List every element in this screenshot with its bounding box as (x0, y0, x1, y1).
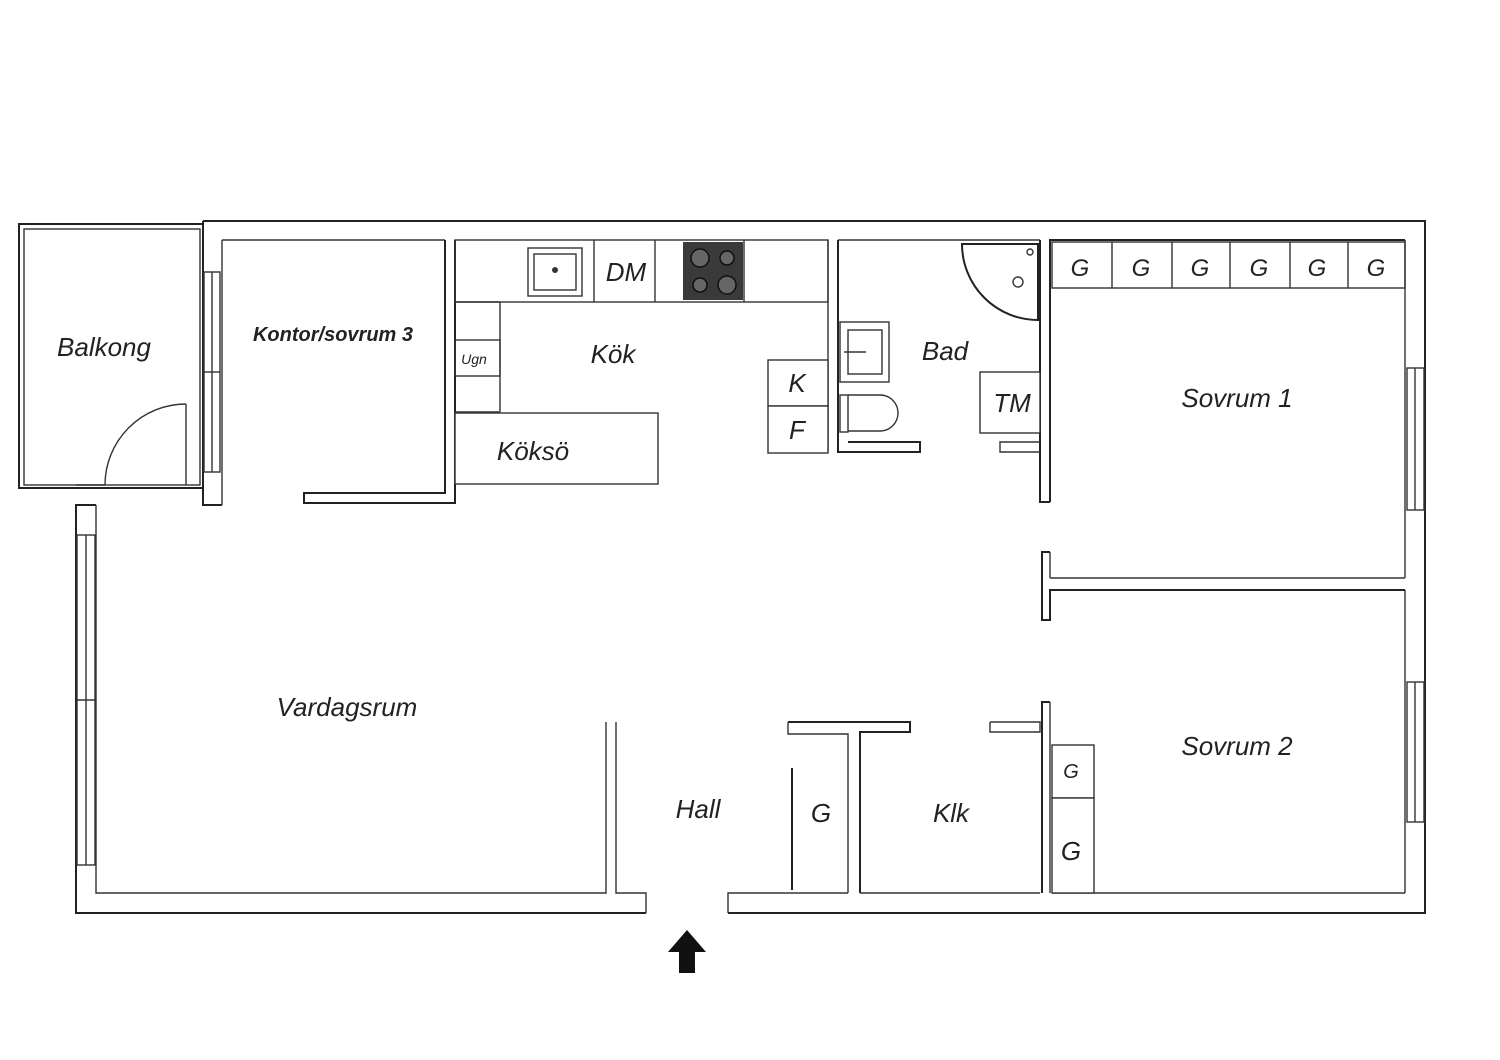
freezer (767, 405, 829, 454)
bathroom (837, 239, 1050, 503)
wardrobe-label: G (1061, 836, 1081, 866)
stove-icon (683, 242, 743, 300)
hall-area (787, 721, 911, 893)
wardrobe-label: G (1063, 761, 1079, 783)
washing-machine (979, 371, 1041, 434)
sovrum1-label: Sovrum 1 (1181, 383, 1292, 413)
windows (76, 271, 1425, 866)
office-walls (303, 240, 456, 504)
bad-label: Bad (922, 336, 970, 366)
wardrobe-label: G (1132, 255, 1151, 282)
sink-icon (839, 321, 890, 383)
kitchen-island (454, 412, 659, 485)
klk-label: Klk (933, 798, 971, 828)
fridge (767, 359, 829, 407)
f-label: F (789, 415, 807, 445)
arrow-up-icon (668, 930, 706, 973)
outer-walls (75, 220, 1426, 914)
sovrum2-label: Sovrum 2 (1181, 731, 1293, 761)
wardrobe-row: G G G G G G (1071, 242, 1386, 288)
wardrobe-label: G (1367, 255, 1386, 282)
koksö-label: Köksö (497, 436, 569, 466)
bedroom-1 (1041, 239, 1406, 621)
kitchen (454, 239, 829, 485)
wardrobe-label: G (1191, 255, 1210, 282)
wardrobe-label: G (1071, 255, 1090, 282)
ugn-label: Ugn (461, 351, 487, 367)
dm-label: DM (606, 257, 647, 287)
kontor-label: Kontor/sovrum 3 (253, 324, 413, 346)
sink-icon (527, 247, 583, 297)
kok-label: Kök (591, 339, 638, 369)
toilet-icon (839, 394, 899, 433)
tm-label: TM (993, 388, 1031, 418)
wardrobe-label: G (1308, 255, 1327, 282)
hall-label: Hall (676, 794, 722, 824)
bedroom-2 (989, 701, 1095, 894)
vardagsrum-label: Vardagsrum (277, 692, 418, 722)
balkong-label: Balkong (57, 332, 151, 362)
k-label: K (788, 368, 807, 398)
wardrobe-label: G (1250, 255, 1269, 282)
door-swing-icon (104, 403, 187, 486)
wardrobe-label: G (811, 798, 831, 828)
shower-icon (960, 243, 1039, 322)
